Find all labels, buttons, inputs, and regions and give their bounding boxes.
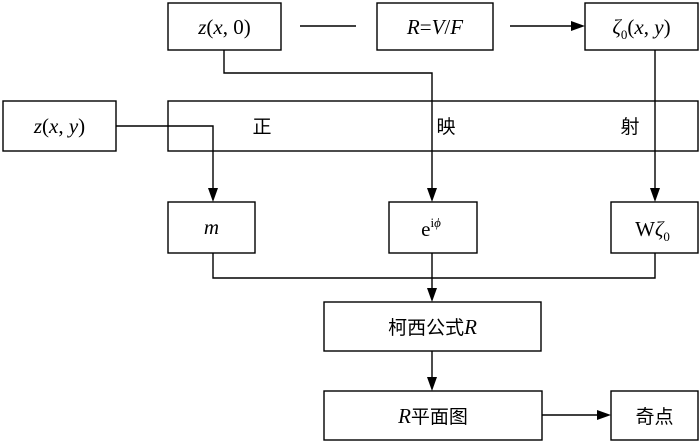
sub-0: 0 — [663, 229, 670, 244]
var-y: y — [652, 15, 664, 39]
node-z-x0: z(x, 0) — [167, 2, 282, 51]
var-m: m — [204, 215, 219, 239]
var-x: x — [48, 114, 59, 138]
node-cauchy-formula: 柯西公式R — [323, 301, 542, 352]
paren-close: ) — [664, 15, 671, 39]
node-singular-point: 奇点 — [610, 390, 699, 441]
sup-phi: ϕ — [434, 215, 441, 230]
svg-text:z(x, y): z(x, y) — [33, 114, 85, 138]
node-r-plane: R平面图 — [323, 390, 543, 441]
var-z: z — [197, 15, 206, 39]
node-z-xy: z(x, y) — [2, 100, 117, 152]
equals: = — [420, 15, 432, 39]
paren-close: ) — [78, 114, 85, 138]
r-plane-label: 平面图 — [411, 406, 468, 428]
merge-to-cauchy — [212, 253, 656, 302]
base-W: W — [635, 217, 655, 241]
var-R: R — [397, 404, 411, 428]
char-zheng: 正 — [252, 116, 271, 138]
var-F: F — [449, 15, 463, 39]
arrow-zxy-to-m — [116, 125, 218, 202]
node-forward-mapping: 正 映 射 — [167, 100, 699, 152]
node-e-iphi: eiϕ — [388, 201, 478, 254]
var-x: x — [212, 15, 223, 39]
svg-text:R平面图: R平面图 — [397, 404, 468, 428]
rest: , 0) — [223, 15, 251, 39]
arrow-rvf-to-zeta0 — [510, 21, 585, 31]
node-w-zeta0: Wζ0 — [610, 201, 699, 254]
sub-0: 0 — [621, 27, 628, 42]
base-e: e — [421, 217, 430, 241]
slash: / — [444, 15, 450, 39]
var-zeta: ζ — [612, 15, 622, 39]
node-m: m — [167, 201, 256, 254]
singular-label: 奇点 — [635, 406, 673, 428]
var-R: R — [463, 315, 477, 339]
arrow-rplane-to-singular — [542, 410, 611, 420]
var-z: z — [33, 114, 42, 138]
svg-text:ζ0(x, y): ζ0(x, y) — [612, 15, 670, 42]
arrow-zeta0-to-wzeta — [650, 50, 660, 202]
svg-text:z(x, 0): z(x, 0) — [197, 15, 251, 39]
svg-text:柯西公式R: 柯西公式R — [388, 315, 477, 339]
arrow-cauchy-to-rplane — [427, 351, 437, 391]
var-x: x — [633, 15, 644, 39]
var-y: y — [67, 114, 79, 138]
svg-text:R=V/F: R=V/F — [406, 15, 463, 39]
node-r-equals-v-over-f: R=V/F — [376, 2, 494, 51]
svg-text:eiϕ: eiϕ — [421, 215, 441, 241]
char-she: 射 — [620, 116, 639, 138]
comma: , — [58, 114, 69, 138]
var-V: V — [432, 15, 447, 39]
comma: , — [644, 15, 655, 39]
arrow-zx0-to-eiphi — [223, 50, 437, 202]
paren-open: ( — [627, 15, 634, 39]
svg-text:Wζ0: Wζ0 — [635, 217, 670, 244]
var-R: R — [406, 15, 420, 39]
paren-open: ( — [206, 15, 213, 39]
sup-i: i — [430, 215, 434, 230]
cauchy-label: 柯西公式 — [388, 317, 464, 339]
paren-open: ( — [42, 114, 49, 138]
var-zeta: ζ — [655, 217, 665, 241]
node-zeta0-xy: ζ0(x, y) — [584, 2, 699, 51]
char-ying: 映 — [436, 116, 455, 138]
